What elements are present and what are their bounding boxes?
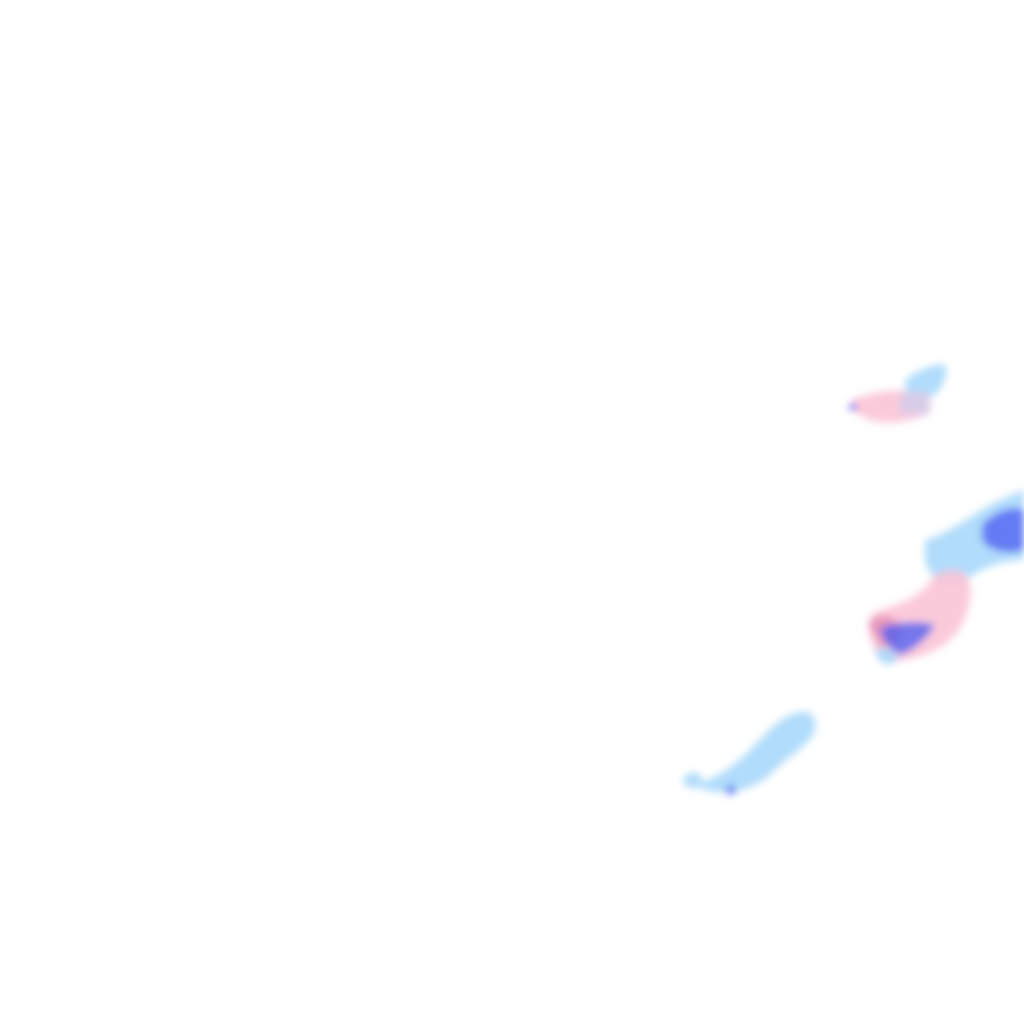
- precip-cell-north: [849, 364, 947, 423]
- precip-band-southwest: [682, 711, 816, 795]
- precip-cell-east: [868, 490, 1024, 665]
